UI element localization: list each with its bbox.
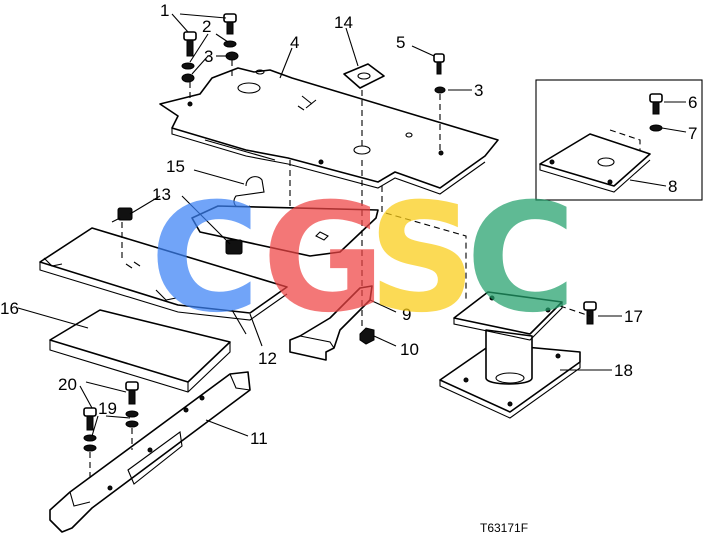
watermark-letter-4: C xyxy=(466,172,576,346)
watermark-letter-3: S xyxy=(368,172,476,346)
part-10-nut xyxy=(359,327,375,345)
part-14-square-washer xyxy=(343,63,385,89)
callout-10: 10 xyxy=(400,340,419,359)
callout-2: 2 xyxy=(202,17,211,36)
callout-1: 1 xyxy=(160,1,169,20)
part-4-top-plate xyxy=(159,67,499,195)
part-11-rail xyxy=(49,371,251,533)
callout-8: 8 xyxy=(668,177,677,196)
callout-5: 5 xyxy=(396,33,405,52)
reference-code: T63171F xyxy=(480,521,528,535)
callout-7: 7 xyxy=(688,124,697,143)
middle-plate xyxy=(191,205,379,257)
alignment-lines xyxy=(89,60,591,480)
leader-lines xyxy=(17,13,687,437)
callout-11: 11 xyxy=(250,429,268,448)
callout-4: 4 xyxy=(290,33,299,52)
watermark-letter-1: C xyxy=(150,172,260,346)
watermark-letter-2: G xyxy=(262,172,385,346)
inset-detail-box xyxy=(535,79,703,201)
callout-13: 13 xyxy=(152,185,171,204)
callout-6: 6 xyxy=(688,93,697,112)
callout-19: 19 xyxy=(98,399,117,418)
callout-12: 12 xyxy=(258,349,277,368)
part-16-block xyxy=(49,309,231,393)
callout-15: 15 xyxy=(166,157,185,176)
part-18-pedestal xyxy=(439,291,581,419)
fasteners xyxy=(83,13,663,452)
callout-16: 16 xyxy=(0,299,19,318)
callout-17: 17 xyxy=(624,307,643,326)
callout-3-left: 3 xyxy=(204,47,213,66)
callout-3-right: 3 xyxy=(474,81,483,100)
part-9-bracket xyxy=(289,285,373,361)
part-12-lower-plate xyxy=(39,227,288,335)
callout-14: 14 xyxy=(334,13,353,32)
callout-18: 18 xyxy=(614,361,633,380)
watermark-logo: C G S C xyxy=(150,172,576,346)
callout-9: 9 xyxy=(402,305,411,324)
callout-labels: 1 2 3 4 14 5 3 6 7 8 15 13 16 9 10 12 17… xyxy=(0,1,697,535)
callout-20: 20 xyxy=(58,375,77,394)
